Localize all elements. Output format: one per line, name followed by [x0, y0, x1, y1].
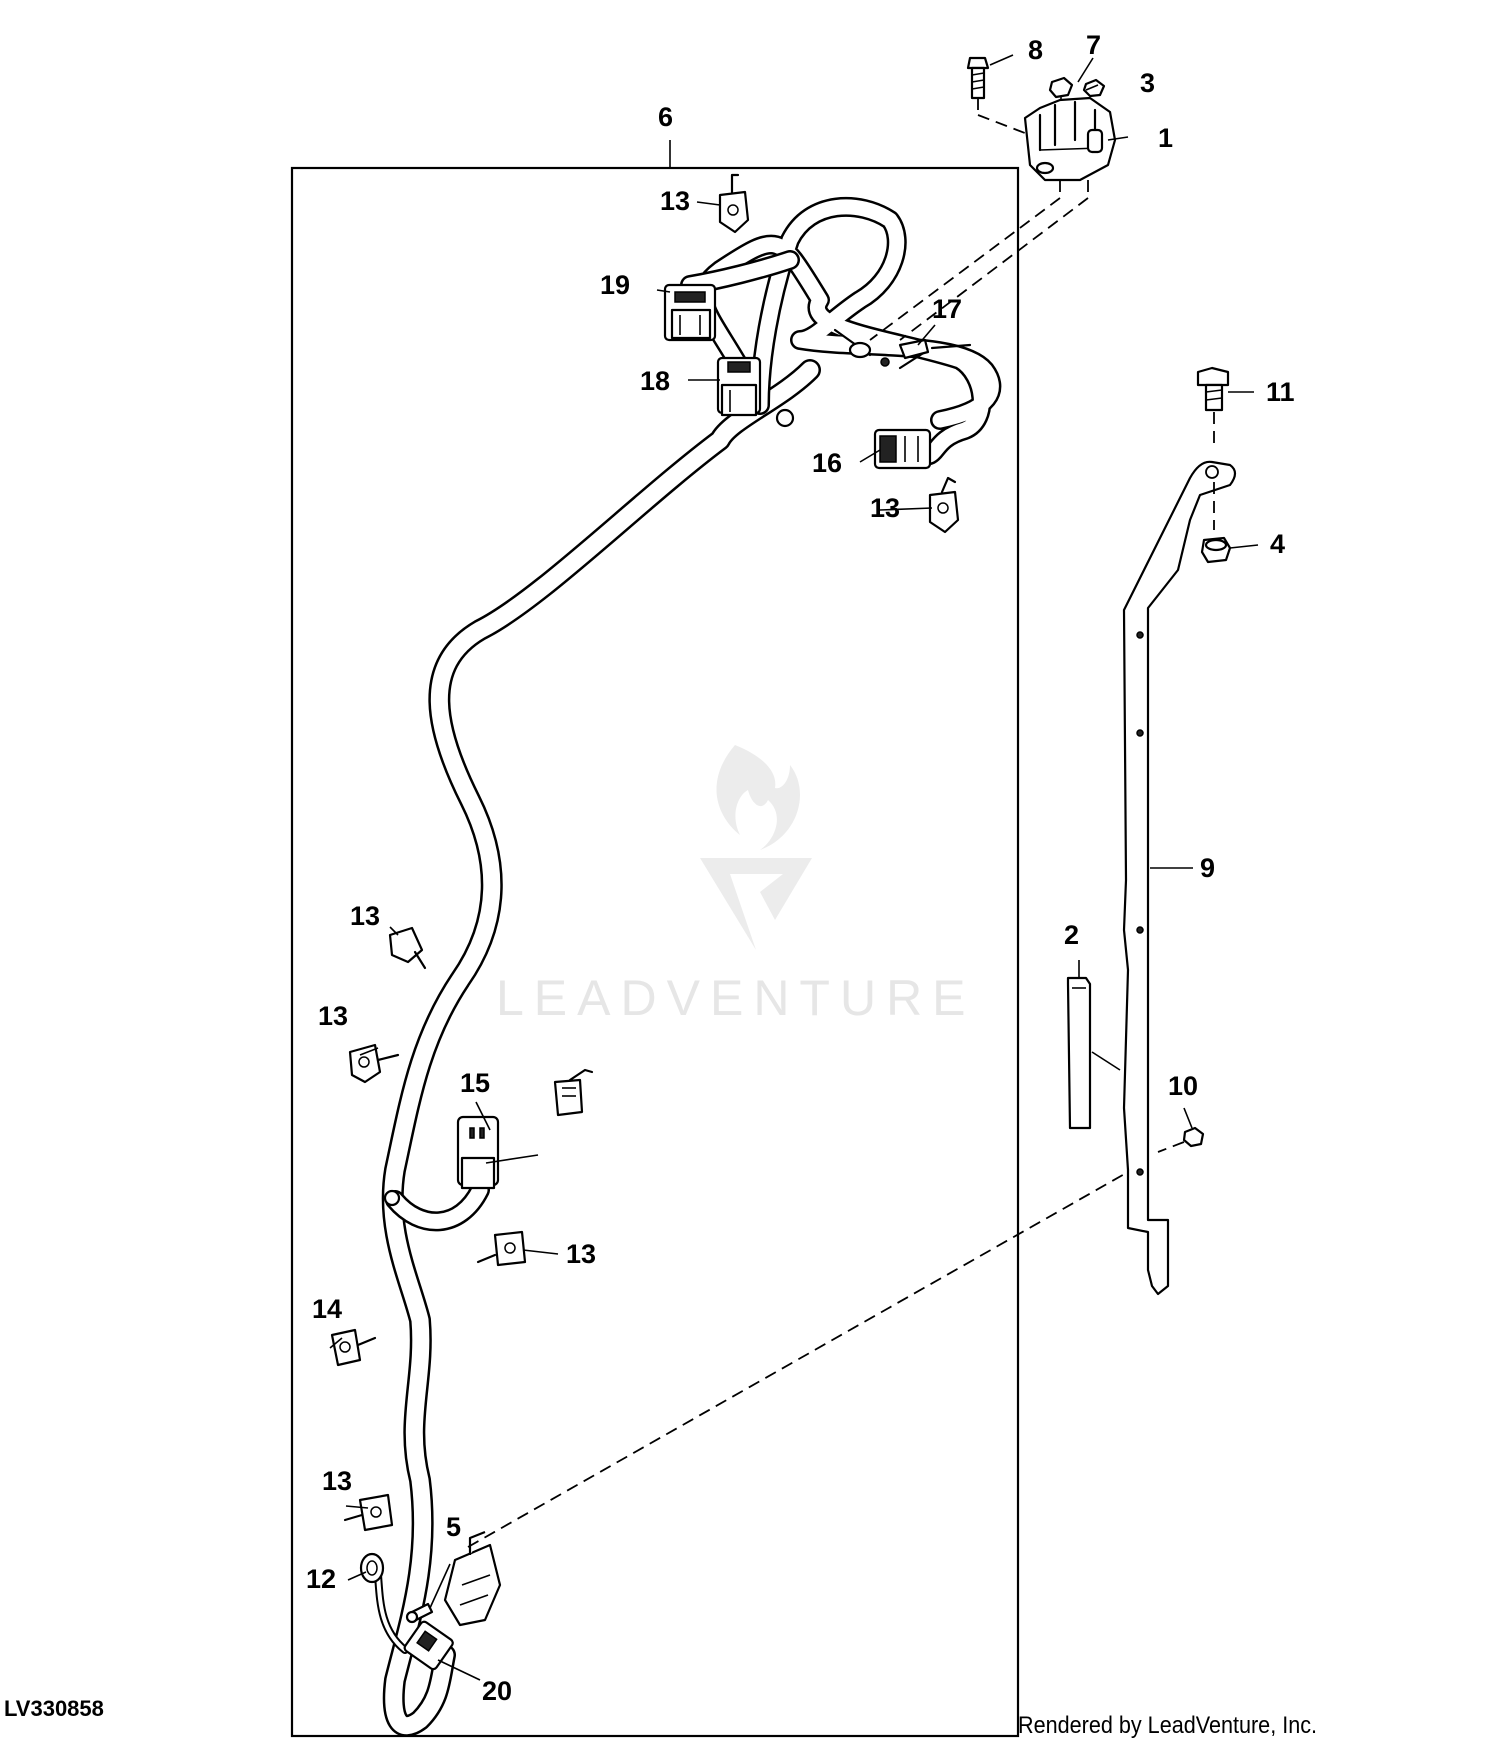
connector-16: [873, 428, 932, 470]
callout-13-mid: 13: [318, 1001, 348, 1031]
callout-13-mid-upper: 13: [350, 901, 380, 931]
callout-16: 16: [812, 448, 842, 478]
connector-5-body: [443, 1530, 502, 1627]
cap-bolt-8: [966, 56, 1031, 136]
callout-13-top: 13: [660, 186, 690, 216]
callout-5: 5: [446, 1512, 461, 1542]
connector-18: [716, 356, 762, 417]
screw-5: [405, 1602, 434, 1624]
cable-clip: [476, 1230, 527, 1267]
callout-3: 3: [1140, 68, 1155, 98]
ground-terminal-17: [848, 338, 972, 367]
strip-2: [1066, 976, 1092, 1130]
ring-terminal-12: [359, 1552, 385, 1584]
nut-10: [1157, 1126, 1205, 1153]
cable-clip: [343, 1493, 394, 1532]
callout-18: 18: [640, 366, 670, 396]
assembly-line: [467, 1171, 1129, 1548]
callout-2: 2: [1064, 920, 1079, 950]
connector-19: [663, 283, 717, 342]
callout-6: 6: [658, 102, 673, 132]
cap-bolt-11: [1196, 366, 1230, 450]
cable-clip: [348, 1043, 400, 1084]
callout-8: 8: [1028, 35, 1043, 65]
cable-clip: [553, 1068, 594, 1117]
callout-15: 15: [460, 1068, 490, 1098]
callout-13-bottom: 13: [322, 1466, 352, 1496]
callout-20: 20: [482, 1676, 512, 1706]
callout-10: 10: [1168, 1071, 1198, 1101]
lock-nut-4: [1200, 536, 1232, 564]
harness-kit-box: [290, 166, 1020, 1738]
wiring-harness: [374, 196, 1002, 1737]
watermark-text: LEADVENTURE: [496, 970, 976, 1026]
callout-9: 9: [1200, 853, 1215, 883]
callout-1: 1: [1158, 123, 1173, 153]
figure-id: LV330858: [4, 1696, 104, 1721]
callout-17: 17: [932, 294, 962, 324]
watermark: LEADVENTURE: [496, 745, 976, 1026]
callout-labels: 1 2 3 4 5 6 7 8 9 10 11 12 13 13 13 13 1…: [306, 30, 1295, 1706]
callout-12: 12: [306, 1564, 336, 1594]
callout-13-right: 13: [870, 493, 900, 523]
cover-1: [869, 96, 1117, 341]
connector-20: [403, 1620, 454, 1671]
nut-3: [1082, 78, 1106, 98]
cable-clip: [388, 926, 427, 970]
cable-clip-14: [330, 1328, 377, 1367]
callout-13-mid-right: 13: [566, 1239, 596, 1269]
connector-15: [456, 1115, 500, 1190]
callout-11: 11: [1266, 377, 1295, 407]
callout-4: 4: [1270, 529, 1285, 559]
callout-19: 19: [600, 270, 630, 300]
callout-7: 7: [1086, 30, 1101, 60]
leader-lines: [329, 54, 1259, 1681]
bracket-9: [1122, 460, 1237, 1296]
cable-clip: [718, 173, 750, 234]
cable-clip: [928, 476, 960, 534]
callout-14: 14: [312, 1294, 342, 1324]
render-credit: Rendered by LeadVenture, Inc.: [1018, 1712, 1318, 1739]
